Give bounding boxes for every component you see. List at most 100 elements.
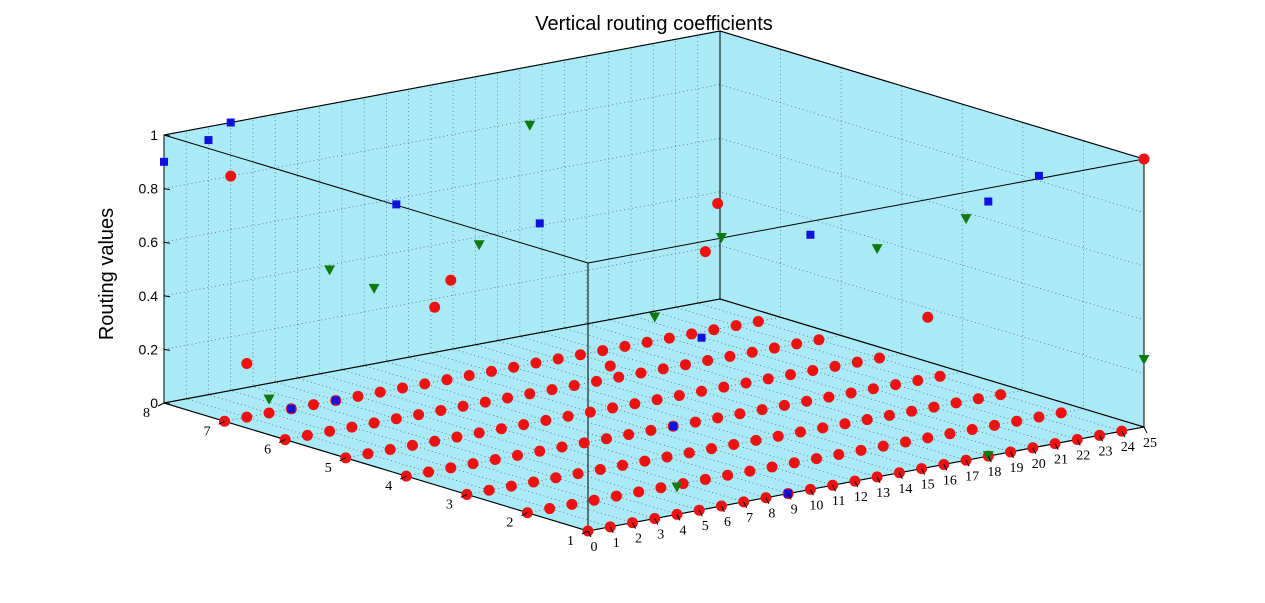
- red-circle-point: [833, 448, 845, 460]
- red-circle-point: [568, 379, 580, 391]
- red-circle-point: [772, 430, 784, 442]
- red-circle-point: [740, 377, 752, 389]
- red-circle-point: [390, 413, 402, 425]
- x-tick-label: 6: [724, 515, 731, 530]
- chart-panes: [163, 30, 1145, 532]
- red-circle-point: [906, 405, 918, 417]
- x-tick-label: 4: [679, 523, 686, 538]
- blue-square-point: [984, 197, 993, 206]
- x-tick-label: 20: [1032, 457, 1046, 472]
- blue-square-point: [535, 219, 544, 228]
- x-tick-mark: [965, 460, 970, 467]
- red-circle-point: [263, 407, 275, 419]
- x-tick-label: 7: [746, 511, 753, 526]
- red-circle-point: [502, 392, 514, 404]
- y-tick-mark: [339, 457, 346, 462]
- red-circle-point: [505, 480, 517, 492]
- blue-square-point: [392, 200, 401, 209]
- y-tick-label: 8: [143, 406, 150, 421]
- red-circle-point: [419, 378, 431, 390]
- red-circle-point: [324, 425, 336, 437]
- red-circle-point: [483, 484, 495, 496]
- red-circle-point: [406, 439, 418, 451]
- red-circle-point: [473, 427, 485, 439]
- red-circle-point: [384, 444, 396, 456]
- red-circle-point: [597, 345, 609, 357]
- y-tick-mark: [218, 420, 225, 425]
- red-circle-point: [591, 375, 603, 387]
- green-triangle-point: [263, 394, 275, 405]
- x-tick-label: 11: [832, 494, 845, 509]
- y-tick-label: 3: [446, 497, 453, 512]
- x-tick-mark: [876, 476, 881, 484]
- red-circle-point: [241, 358, 253, 370]
- x-tick-label: 22: [1076, 448, 1090, 463]
- red-circle-point: [829, 360, 841, 372]
- red-circle-point: [241, 411, 253, 423]
- red-circle-point: [610, 490, 622, 502]
- y-tick-label: 5: [325, 461, 332, 476]
- red-circle-point: [544, 503, 556, 515]
- red-circle-point: [641, 336, 653, 348]
- z-axis-label: Routing values: [96, 208, 118, 340]
- y-tick-label: 2: [506, 516, 513, 531]
- blue-square-point: [287, 404, 296, 413]
- red-circle-point: [645, 424, 657, 436]
- red-circle-point: [873, 352, 885, 364]
- box-edge: [163, 134, 589, 264]
- blue-square-point: [331, 396, 340, 405]
- x-tick-mark: [765, 497, 770, 504]
- red-circle-point: [485, 365, 497, 377]
- red-circle-point: [861, 414, 873, 426]
- red-circle-point: [445, 462, 457, 474]
- box-edge: [163, 298, 721, 404]
- y-gridline: [466, 122, 1024, 495]
- red-circle-point: [374, 386, 386, 398]
- green-triangle-point: [871, 244, 883, 255]
- blue-square-point: [806, 230, 815, 239]
- red-circle-point: [562, 410, 574, 422]
- x-tick-mark: [632, 522, 636, 529]
- red-circle-point: [429, 435, 441, 447]
- red-circle-point: [467, 458, 479, 470]
- z-tick-label: 0.2: [139, 341, 159, 357]
- x-tick-mark: [720, 505, 725, 513]
- red-circle-point: [900, 436, 912, 448]
- red-circle-point: [528, 476, 540, 488]
- x-tick-label: 2: [635, 532, 642, 547]
- red-circle-point: [699, 246, 711, 258]
- red-circle-point: [788, 457, 800, 469]
- red-circle-point: [308, 399, 320, 411]
- red-circle-point: [1011, 415, 1023, 427]
- x-tick-mark: [921, 468, 926, 475]
- z-tick-mark: [163, 241, 171, 244]
- red-circle-point: [530, 357, 542, 369]
- red-circle-point: [368, 417, 380, 429]
- z-tick-mark: [163, 134, 171, 137]
- box-edge: [719, 298, 1145, 428]
- red-circle-point: [534, 445, 546, 457]
- red-circle-point: [495, 423, 507, 435]
- x-tick-label: 1: [613, 536, 620, 551]
- x-tick-mark: [676, 514, 681, 521]
- x-tick-mark: [609, 526, 614, 534]
- red-circle-point: [768, 342, 780, 354]
- x-tick-mark: [1010, 451, 1015, 459]
- x-tick-label: 19: [1010, 461, 1024, 476]
- x-tick-mark: [854, 480, 859, 488]
- green-triangle-point: [715, 233, 727, 244]
- x-tick-mark: [1076, 439, 1081, 446]
- red-circle-point: [689, 416, 701, 428]
- red-circle-point: [578, 437, 590, 449]
- x-tick-label: 25: [1143, 436, 1157, 451]
- z-tick-label: 0.8: [139, 181, 159, 197]
- green-triangle-point: [649, 312, 661, 323]
- red-circle-point: [352, 390, 364, 402]
- red-circle-point: [995, 389, 1007, 401]
- x-tick-label: 24: [1121, 440, 1135, 455]
- red-circle-point: [712, 412, 724, 424]
- box-edge: [587, 158, 1145, 264]
- red-circle-point: [718, 381, 730, 393]
